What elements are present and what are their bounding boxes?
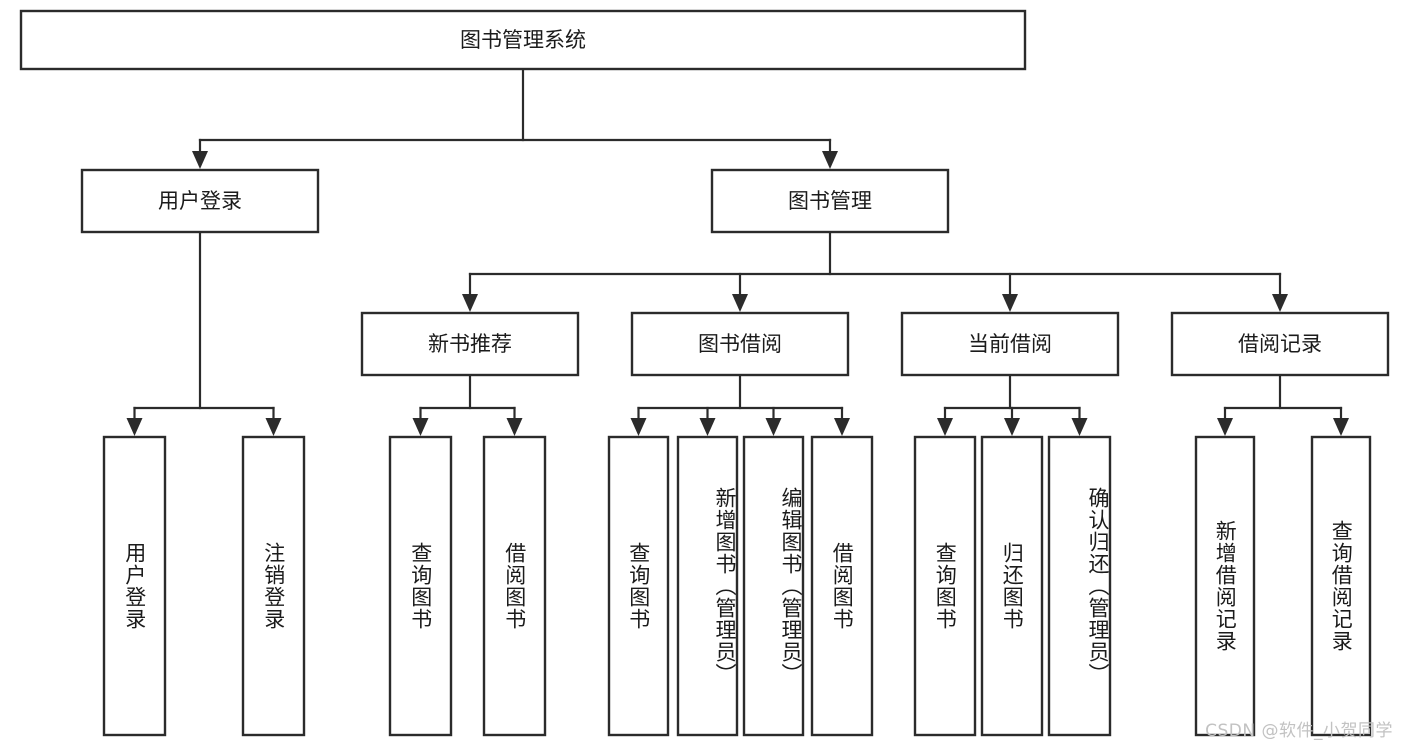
node-box-leaf-borrow-book-2[interactable] <box>810 435 874 737</box>
arrow-root-to-user-login <box>192 151 208 169</box>
node-box-layer <box>19 9 1390 737</box>
arrow-borrow-record-to-leaf-add-record <box>1217 418 1233 436</box>
connector-layer <box>126 67 1349 436</box>
arrow-user-login-to-leaf-user-logout <box>265 418 282 436</box>
arrow-root-to-book-manage <box>822 151 838 169</box>
arrow-bookmanage-to-borrow-record <box>1272 294 1288 312</box>
node-box-leaf-borrow-book-1[interactable] <box>482 435 547 737</box>
node-box-leaf-query-record[interactable] <box>1310 435 1372 737</box>
arrow-current-borrow-to-leaf-confirm-return <box>1071 418 1088 436</box>
arrow-book-borrow-to-leaf-add-book <box>699 418 716 436</box>
node-box-leaf-confirm-return[interactable] <box>1047 435 1112 737</box>
node-label-user-login: 用户登录 <box>158 189 242 213</box>
arrow-bookmanage-to-book-borrow <box>732 294 748 312</box>
node-label-book-borrow: 图书借阅 <box>698 332 782 356</box>
arrow-user-login-to-leaf-user-login <box>126 418 143 436</box>
arrow-book-borrow-to-leaf-borrow-book-2 <box>834 418 850 436</box>
node-box-leaf-query-book-1[interactable] <box>388 435 453 737</box>
arrow-borrow-record-to-leaf-query-record <box>1333 418 1349 436</box>
node-box-leaf-user-login[interactable] <box>102 435 167 737</box>
node-label-current-borrow: 当前借阅 <box>968 332 1052 356</box>
node-label-borrow-record: 借阅记录 <box>1238 332 1322 356</box>
node-label-root: 图书管理系统 <box>460 28 586 52</box>
node-box-leaf-add-book[interactable] <box>676 435 739 737</box>
node-box-leaf-add-record[interactable] <box>1194 435 1256 737</box>
node-label-book-manage: 图书管理 <box>788 189 872 213</box>
node-box-leaf-edit-book[interactable] <box>742 435 805 737</box>
arrow-new-book-recommend-to-leaf-query-book-1 <box>412 418 429 436</box>
arrow-current-borrow-to-leaf-query-book-3 <box>937 418 953 436</box>
node-box-user-login[interactable] <box>80 168 320 234</box>
node-box-current-borrow[interactable] <box>900 311 1120 377</box>
node-box-new-book-recommend[interactable] <box>360 311 580 377</box>
node-box-leaf-query-book-3[interactable] <box>913 435 977 737</box>
arrow-book-borrow-to-leaf-query-book-2 <box>630 418 647 436</box>
node-box-borrow-record[interactable] <box>1170 311 1390 377</box>
arrow-new-book-recommend-to-leaf-borrow-book-1 <box>506 418 523 436</box>
watermark-text: CSDN @软件_小贺同学 <box>1205 721 1393 741</box>
node-box-book-manage[interactable] <box>710 168 950 234</box>
node-box-root[interactable] <box>19 9 1027 71</box>
arrow-current-borrow-to-leaf-return-book <box>1004 418 1020 436</box>
arrow-book-borrow-to-leaf-edit-book <box>765 418 782 436</box>
node-box-leaf-return-book[interactable] <box>980 435 1044 737</box>
node-box-leaf-query-book-2[interactable] <box>607 435 670 737</box>
arrow-bookmanage-to-new-book-recommend <box>462 294 478 312</box>
arrow-bookmanage-to-current-borrow <box>1002 294 1018 312</box>
node-box-book-borrow[interactable] <box>630 311 850 377</box>
node-box-leaf-user-logout[interactable] <box>241 435 306 737</box>
node-label-new-book-recommend: 新书推荐 <box>428 332 512 356</box>
